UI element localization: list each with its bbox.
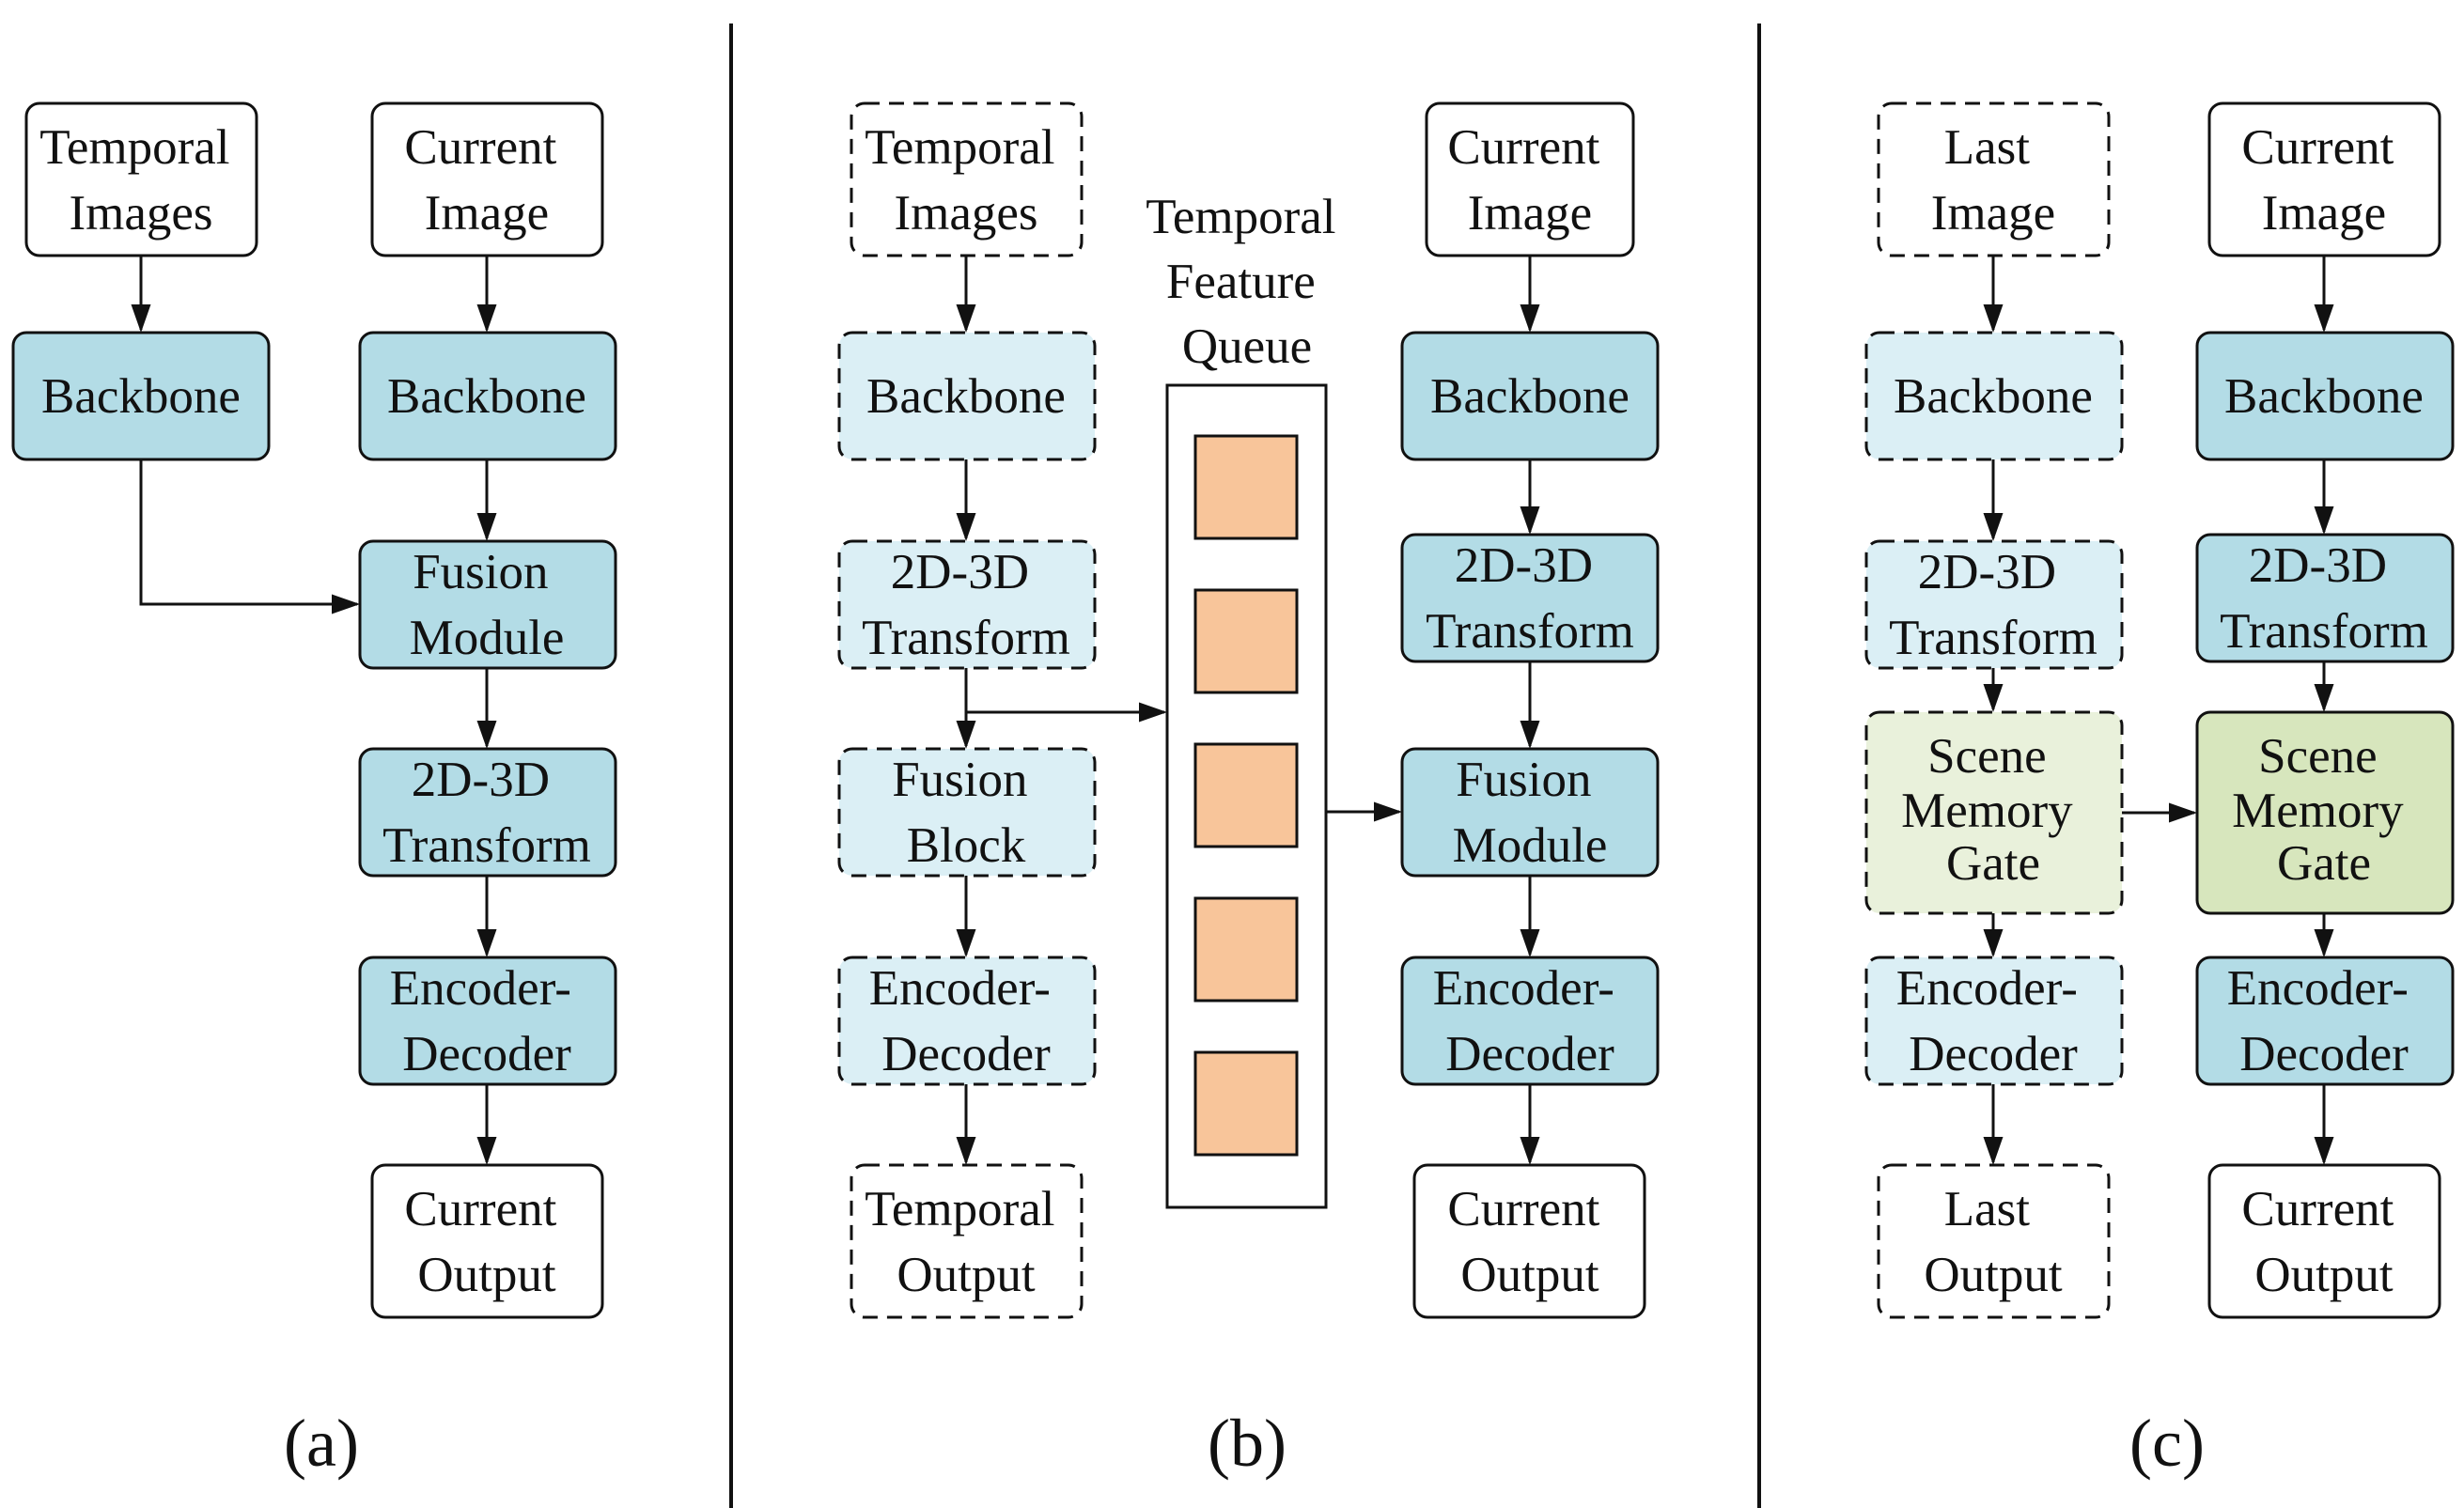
- queue-feature-block: [1193, 1050, 1299, 1157]
- panel-label-a: (a): [284, 1406, 359, 1481]
- box-text: Last Output: [1924, 1182, 2063, 1302]
- queue-feature-block: [1193, 742, 1299, 848]
- panel-c: Last Image Backbone 2D-3D Transform Scen…: [1864, 101, 2455, 1481]
- current-output-box: Current Output: [370, 1163, 604, 1319]
- box-text: Last Image: [1931, 120, 2055, 241]
- box-text: Temporal Output: [865, 1182, 1068, 1302]
- queue-feature-block: [1193, 588, 1299, 694]
- backbone-box-current: Backbone: [1400, 331, 1660, 461]
- current-image-box: Current Image: [1425, 101, 1635, 257]
- transform-box-current: 2D-3D Transform: [2195, 533, 2455, 663]
- box-text: Encoder- Decoder: [869, 961, 1063, 1081]
- fusion-module-box: Fusion Module: [358, 539, 617, 670]
- encoder-decoder-box-temporal: Encoder- Decoder: [837, 956, 1097, 1086]
- encoder-decoder-box: Encoder- Decoder: [358, 956, 617, 1086]
- backbone-box-temporal: Backbone: [837, 331, 1097, 461]
- box-text: Backbone: [1894, 369, 2093, 424]
- panel-a: Temporal Images Current Image Backbone B…: [11, 101, 617, 1481]
- box-text: 2D-3D Transform: [1889, 545, 2098, 665]
- transform-box-last: 2D-3D Transform: [1864, 539, 2124, 670]
- encoder-decoder-box-current: Encoder- Decoder: [2195, 956, 2455, 1086]
- scene-memory-gate-box-current: Scene Memory Gate: [2195, 710, 2455, 915]
- box-text: Current Image: [404, 120, 569, 241]
- arrow-a4: [139, 459, 360, 614]
- transform-box-temporal: 2D-3D Transform: [837, 539, 1097, 670]
- current-image-box: Current Image: [2207, 101, 2441, 257]
- box-text: 2D-3D Transform: [1426, 538, 1634, 659]
- box-text: Backbone: [2224, 369, 2424, 424]
- box-text: Current Output: [404, 1182, 569, 1302]
- box-text: Current Output: [2241, 1182, 2406, 1302]
- scene-memory-gate-box-last: Scene Memory Gate: [1864, 710, 2124, 915]
- transform-box: 2D-3D Transform: [358, 747, 617, 878]
- backbone-box-left: Backbone: [11, 331, 271, 461]
- encoder-decoder-box-current: Encoder- Decoder: [1400, 956, 1660, 1086]
- queue-feature-block: [1193, 896, 1299, 1003]
- queue-feature-block: [1193, 434, 1299, 540]
- box-text: Backbone: [387, 369, 586, 424]
- box-text: Temporal Images: [865, 120, 1068, 241]
- temporal-output-box: Temporal Output: [850, 1163, 1084, 1319]
- current-image-box: Current Image: [370, 101, 604, 257]
- box-text: Fusion Module: [410, 545, 565, 665]
- box-text: Encoder- Decoder: [1896, 961, 2090, 1081]
- box-text: Scene Memory Gate: [1901, 729, 2085, 891]
- box-text: Backbone: [1430, 369, 1630, 424]
- box-text: Fusion Block: [892, 753, 1040, 873]
- encoder-decoder-box-last: Encoder- Decoder: [1864, 956, 2124, 1086]
- box-text: Current Image: [2241, 120, 2406, 241]
- transform-box-current: 2D-3D Transform: [1400, 533, 1660, 663]
- current-output-box: Current Output: [2207, 1163, 2441, 1319]
- box-text: 2D-3D Transform: [2220, 538, 2428, 659]
- fusion-module-box: Fusion Module: [1400, 747, 1660, 878]
- panel-b: Temporal Images Backbone 2D-3D Transform…: [837, 101, 1660, 1481]
- backbone-box-last: Backbone: [1864, 331, 2124, 461]
- box-text: Encoder- Decoder: [1433, 961, 1627, 1081]
- fusion-block-box: Fusion Block: [837, 747, 1097, 878]
- box-text: 2D-3D Transform: [862, 545, 1070, 665]
- box-text: Current Output: [1447, 1182, 1612, 1302]
- box-text: Encoder- Decoder: [390, 961, 584, 1081]
- panel-label-b: (b): [1208, 1406, 1287, 1481]
- current-output-box: Current Output: [1412, 1163, 1646, 1319]
- backbone-box-right: Backbone: [358, 331, 617, 461]
- box-text: Current Image: [1447, 120, 1612, 241]
- box-text: Backbone: [41, 369, 241, 424]
- temporal-images-box: Temporal Images: [24, 101, 258, 257]
- backbone-box-current: Backbone: [2195, 331, 2455, 461]
- box-text: Scene Memory Gate: [2232, 729, 2416, 891]
- temporal-images-box: Temporal Images: [850, 101, 1084, 257]
- box-text: Encoder- Decoder: [2227, 961, 2421, 1081]
- box-text: Backbone: [866, 369, 1066, 424]
- box-text: Temporal Images: [39, 120, 242, 241]
- queue-title: Temporal Feature Queue: [1146, 190, 1349, 374]
- last-image-box: Last Image: [1877, 101, 2111, 257]
- box-text: Fusion Module: [1453, 753, 1608, 873]
- last-output-box: Last Output: [1877, 1163, 2111, 1319]
- box-text: 2D-3D Transform: [382, 753, 591, 873]
- panel-label-c: (c): [2129, 1406, 2205, 1481]
